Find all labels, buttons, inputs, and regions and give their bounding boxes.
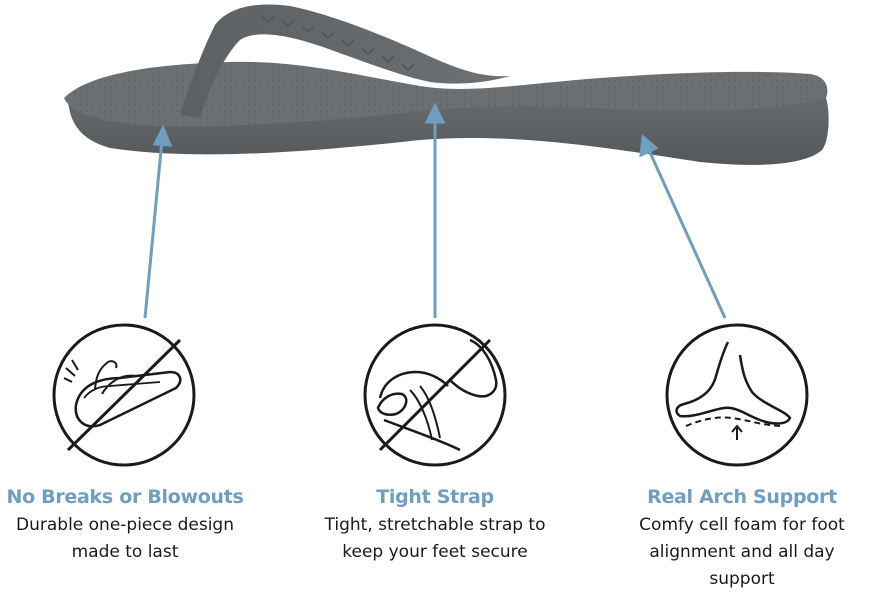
description-line: alignment and all day: [649, 542, 835, 562]
description-line: Comfy cell foam for foot: [639, 515, 845, 535]
description-line: Durable one-piece design: [16, 515, 234, 535]
callout-arrow-1: [152, 124, 173, 147]
description-line: keep your feet secure: [342, 542, 528, 562]
feature-description-no-breaks: Durable one-piece design made to last: [0, 512, 250, 566]
callout-lines: [143, 102, 727, 319]
callout-arrow-3: [639, 134, 659, 158]
feature-title-tight-strap: Tight Strap: [376, 486, 494, 508]
description-line: made to last: [71, 542, 179, 562]
no-break-sandal-icon: [52, 323, 196, 467]
feature-description-arch-support: Comfy cell foam for foot alignment and a…: [622, 512, 862, 593]
sandal-strap: [180, 4, 510, 118]
no-loose-strap-icon: [363, 323, 507, 467]
sandal-image: [64, 4, 829, 165]
sandal-footbed: [64, 61, 828, 127]
description-line: Tight, stretchable strap to: [324, 515, 546, 535]
feature-title-no-breaks: No Breaks or Blowouts: [6, 486, 244, 508]
callout-line-3: [646, 147, 727, 319]
arch-support-foot-icon: [665, 323, 809, 467]
strap-chevrons: [261, 15, 415, 72]
feature-description-tight-strap: Tight, stretchable strap to keep your fe…: [300, 512, 570, 566]
callout-line-1: [143, 139, 164, 319]
description-line: support: [709, 569, 775, 589]
callout-arrow-2: [424, 102, 446, 124]
feature-title-arch-support: Real Arch Support: [647, 486, 837, 508]
